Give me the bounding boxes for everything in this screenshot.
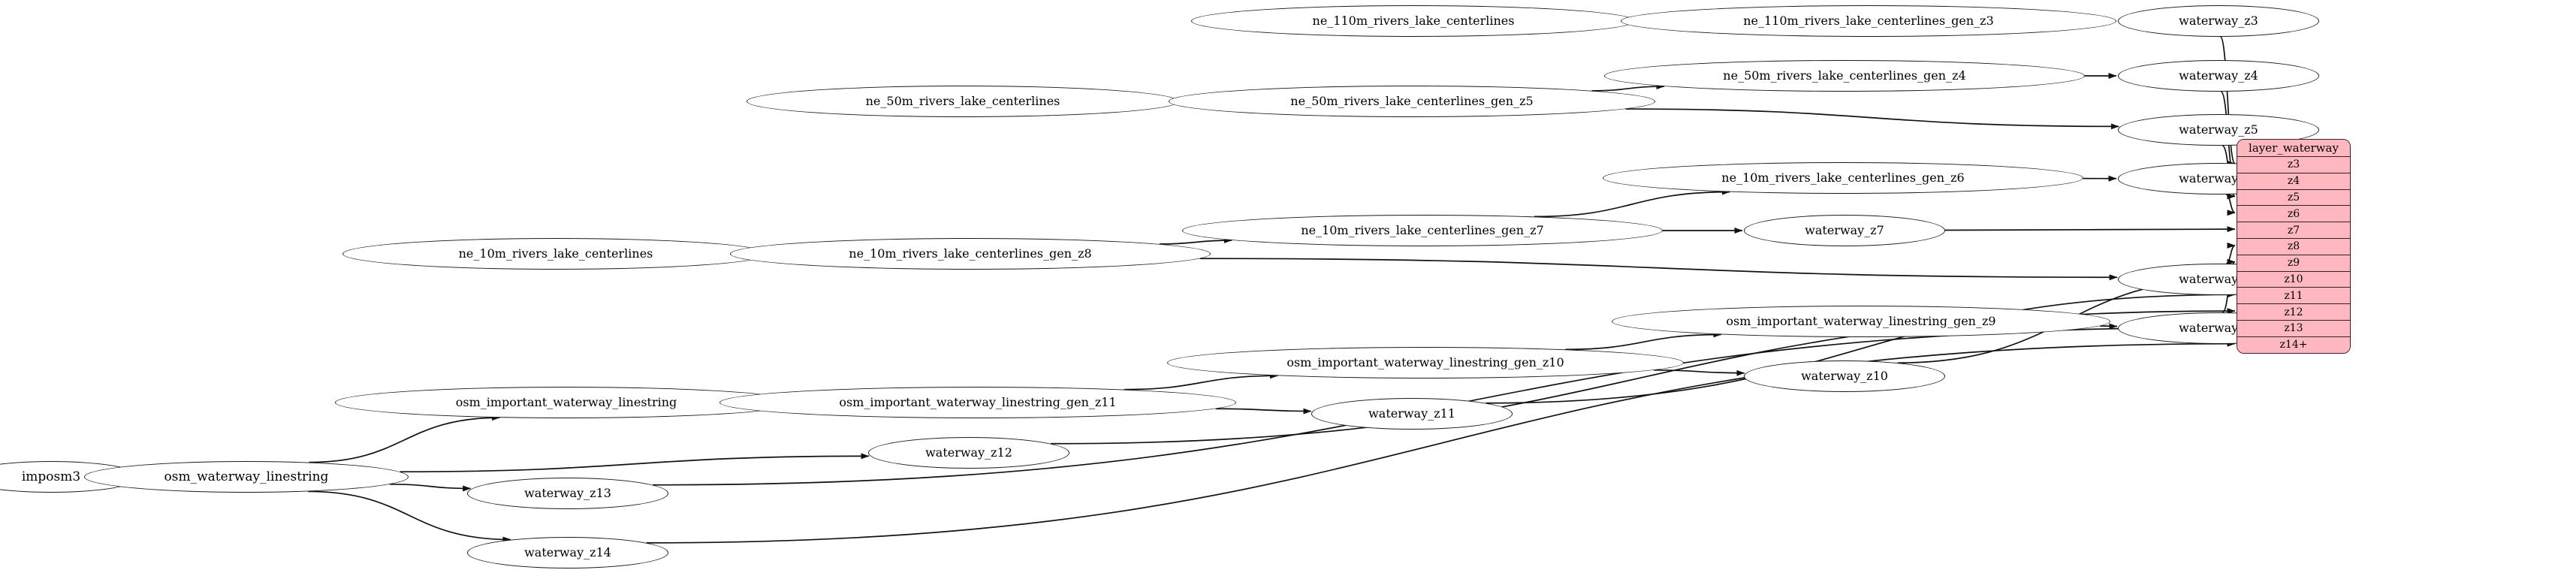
node-waterway-z11[interactable]: waterway_z11 [1311, 398, 1513, 430]
node-label: ne_110m_rivers_lake_centerlines [1312, 14, 1515, 28]
node-osm-waterway-linestring[interactable]: osm_waterway_linestring [84, 461, 409, 493]
node-label: ne_10m_rivers_lake_centerlines_gen_z7 [1301, 223, 1544, 237]
node-ne-10m-rivers-lake-centerlines-gen-z7[interactable]: ne_10m_rivers_lake_centerlines_gen_z7 [1182, 215, 1663, 246]
node-label: ne_50m_rivers_lake_centerlines_gen_z5 [1290, 94, 1534, 108]
layer-table-row-z9[interactable]: z9 [2237, 254, 2350, 271]
layer-table-row-z6[interactable]: z6 [2237, 205, 2350, 222]
node-osm-important-waterway-linestring-gen-z11[interactable]: osm_important_waterway_linestring_gen_z1… [719, 387, 1236, 418]
node-label: osm_important_waterway_linestring_gen_z1… [1286, 355, 1564, 369]
node-ne-50m-rivers-lake-centerlines[interactable]: ne_50m_rivers_lake_centerlines [747, 86, 1179, 117]
layer-table-row-z3[interactable]: z3 [2237, 156, 2350, 173]
node-label: waterway_z12 [925, 445, 1012, 460]
node-label: ne_10m_rivers_lake_centerlines_gen_z8 [849, 246, 1092, 261]
node-waterway-z12[interactable]: waterway_z12 [868, 437, 1069, 469]
layer-table-row-z13[interactable]: z13 [2237, 319, 2350, 336]
node-waterway-z3[interactable]: waterway_z3 [2118, 5, 2319, 37]
edge-ne_10m_rivers_lake_centerlines_gen_z8-to-waterway_z8 [1199, 258, 2118, 281]
node-ne-110m-rivers-lake-centerlines-gen-z3[interactable]: ne_110m_rivers_lake_centerlines_gen_z3 [1621, 5, 2116, 37]
node-label: ne_110m_rivers_lake_centerlines_gen_z3 [1743, 14, 1994, 28]
node-osm-important-waterway-linestring-gen-z10[interactable]: osm_important_waterway_linestring_gen_z1… [1167, 347, 1684, 378]
node-label: ne_50m_rivers_lake_centerlines_gen_z4 [1723, 68, 1966, 83]
node-ne-50m-rivers-lake-centerlines-gen-z4[interactable]: ne_50m_rivers_lake_centerlines_gen_z4 [1604, 60, 2085, 92]
node-waterway-z7[interactable]: waterway_z7 [1744, 215, 1945, 246]
edge-osm_important_waterway_linestring_gen_z10-to-osm_important_waterway_linestring_gen_z9 [1565, 331, 1722, 351]
node-label: waterway_z14 [524, 545, 611, 559]
edge-osm_important_waterway_linestring_gen_z11-to-osm_important_waterway_linestring_gen_z10 [1124, 372, 1278, 391]
node-label: osm_important_waterway_linestring_gen_z9 [1726, 314, 1996, 328]
edge-ne_50m_rivers_lake_centerlines_gen_z5-to-ne_50m_rivers_lake_centerlines_gen_z4 [1591, 83, 1665, 92]
node-label: waterway_z5 [2179, 122, 2258, 137]
node-label: waterway_z11 [1368, 406, 1455, 421]
node-ne-10m-rivers-lake-centerlines-gen-z8[interactable]: ne_10m_rivers_lake_centerlines_gen_z8 [730, 238, 1211, 270]
node-ne-10m-rivers-lake-centerlines[interactable]: ne_10m_rivers_lake_centerlines [342, 238, 769, 270]
node-label: ne_10m_rivers_lake_centerlines_gen_z6 [1721, 170, 1965, 185]
layer-table-row-z4[interactable]: z4 [2237, 172, 2350, 189]
node-ne-110m-rivers-lake-centerlines[interactable]: ne_110m_rivers_lake_centerlines [1191, 5, 1636, 37]
node-label: imposm3 [21, 469, 81, 484]
node-label: waterway_z13 [524, 486, 611, 500]
node-waterway-z4[interactable]: waterway_z4 [2118, 60, 2319, 92]
node-label: osm_important_waterway_linestring_gen_z1… [839, 395, 1117, 409]
node-label: ne_50m_rivers_lake_centerlines [865, 94, 1060, 108]
node-waterway-z10[interactable]: waterway_z10 [1744, 360, 1945, 392]
node-label: waterway_z3 [2179, 14, 2258, 28]
layer-table-row-z14plus[interactable]: z14+ [2237, 336, 2350, 353]
node-waterway-z14[interactable]: waterway_z14 [467, 537, 668, 568]
layer-table-row-z11[interactable]: z11 [2237, 287, 2350, 304]
node-ne-50m-rivers-lake-centerlines-gen-z5[interactable]: ne_50m_rivers_lake_centerlines_gen_z5 [1169, 86, 1655, 117]
edge-osm_waterway_linestring-to-waterway_z13 [389, 483, 472, 492]
edge-ne_10m_rivers_lake_centerlines_gen_z8-to-ne_10m_rivers_lake_centerlines_gen_z7 [1159, 237, 1232, 245]
node-ne-10m-rivers-lake-centerlines-gen-z6[interactable]: ne_10m_rivers_lake_centerlines_gen_z6 [1603, 162, 2083, 194]
node-label: osm_waterway_linestring [164, 469, 329, 484]
node-label: ne_10m_rivers_lake_centerlines [458, 246, 653, 261]
node-label: waterway_z7 [1805, 223, 1884, 237]
layer-table-row-z10[interactable]: z10 [2237, 270, 2350, 288]
layer-table-row-z12[interactable]: z12 [2237, 303, 2350, 320]
edge-osm_waterway_linestring-to-waterway_z12 [400, 453, 870, 473]
edge-waterway_z7-to-layer_waterway-z7 [1944, 226, 2236, 233]
layer-table-header: layer_waterway [2237, 140, 2350, 156]
layer-table-row-z5[interactable]: z5 [2237, 188, 2350, 206]
layer-table-row-z7[interactable]: z7 [2237, 222, 2350, 238]
edge-osm_important_waterway_linestring_gen_z11-to-waterway_z11 [1215, 408, 1312, 415]
node-label: osm_important_waterway_linestring [455, 395, 677, 409]
edge-ne_50m_rivers_lake_centerlines_gen_z5-to-waterway_z5 [1625, 108, 2119, 130]
layer-table-row-z8[interactable]: z8 [2237, 237, 2350, 255]
node-label: waterway_z10 [1801, 369, 1888, 383]
edge-waterway_z8-to-layer_waterway-z8 [2225, 242, 2236, 264]
edge-waterway_z6-to-layer_waterway-z6 [2225, 194, 2236, 216]
edge-ne_10m_rivers_lake_centerlines_gen_z7-to-ne_10m_rivers_lake_centerlines_gen_z6 [1534, 188, 1730, 218]
edge-osm_waterway_linestring-to-osm_important_waterway_linestring [309, 415, 500, 463]
edge-osm_important_waterway_linestring_gen_z10-to-waterway_z10 [1654, 369, 1745, 376]
node-osm-important-waterway-linestring-gen-z9[interactable]: osm_important_waterway_linestring_gen_z9 [1612, 306, 2110, 337]
node-label: waterway_z4 [2179, 68, 2258, 83]
node-waterway-z13[interactable]: waterway_z13 [467, 478, 668, 509]
